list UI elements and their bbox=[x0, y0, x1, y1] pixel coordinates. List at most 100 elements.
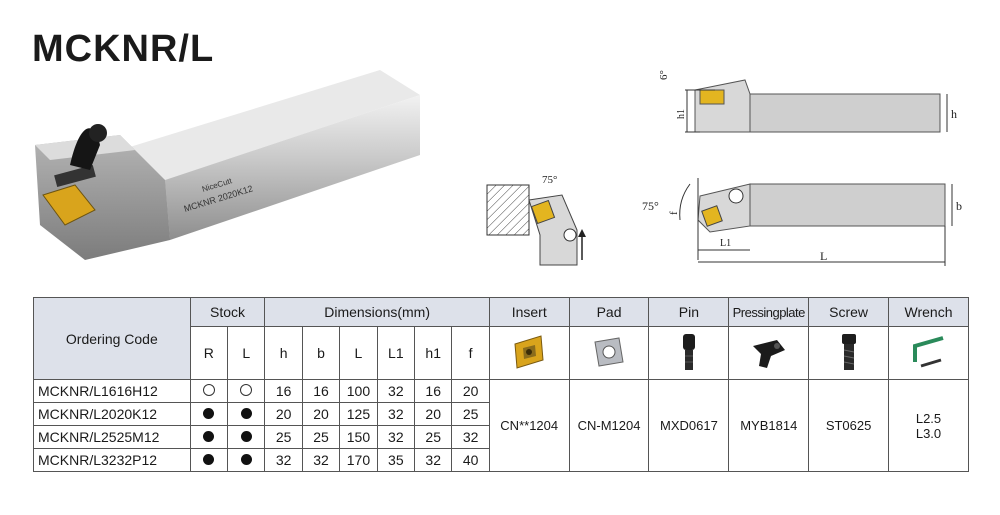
header-screw: Screw bbox=[808, 297, 890, 327]
ordering-code: MCKNR/L2020K12 bbox=[33, 402, 191, 426]
stock-indicator-filled bbox=[203, 408, 215, 419]
dim-h1: 16 bbox=[414, 379, 453, 403]
dim-h1: 25 bbox=[414, 425, 453, 449]
stock-l-cell bbox=[227, 425, 266, 449]
dim-L1: 32 bbox=[376, 425, 416, 449]
dim-L1: 32 bbox=[376, 379, 416, 403]
stock-l-cell bbox=[227, 402, 266, 426]
label-angle-6: 6° bbox=[658, 70, 670, 80]
stock-indicator-open bbox=[202, 384, 215, 396]
header-pressingplate: Pressingplate bbox=[728, 297, 810, 327]
stock-indicator-open bbox=[240, 384, 253, 396]
dim-h: 32 bbox=[264, 448, 303, 472]
pressingplate-icon bbox=[752, 339, 785, 368]
dim-b: 32 bbox=[301, 448, 341, 472]
pad-code: CN-M1204 bbox=[568, 379, 650, 472]
header-ordering-code: Ordering Code bbox=[33, 297, 191, 380]
dim-h: 25 bbox=[264, 425, 303, 449]
label-h1: h1 bbox=[676, 109, 687, 119]
dim-b: 25 bbox=[301, 425, 341, 449]
stock-r-cell bbox=[189, 402, 229, 426]
stock-indicator-filled bbox=[203, 454, 215, 465]
label-top-angle: 75° bbox=[642, 199, 659, 213]
subheader-dim-L1: L1 bbox=[376, 326, 416, 380]
dim-L1: 35 bbox=[376, 448, 416, 472]
label-b: b bbox=[956, 199, 962, 213]
header-wrench: Wrench bbox=[888, 297, 969, 327]
header-dimensions: Dimensions(mm) bbox=[264, 297, 490, 327]
front-view-diagram: 75° bbox=[486, 174, 586, 266]
subheader-dim-L: L bbox=[339, 326, 378, 380]
dim-L: 170 bbox=[339, 448, 378, 472]
subheader-stock-l: L bbox=[227, 326, 266, 380]
table-row: MCKNR/L2020K12 20 20 125 32 20 25 bbox=[33, 402, 969, 426]
stock-r-cell bbox=[189, 448, 229, 472]
wrench-image-cell bbox=[888, 326, 969, 380]
dim-f: 25 bbox=[451, 402, 490, 426]
wrench-codes: L2.5 L3.0 bbox=[888, 379, 969, 472]
ordering-code: MCKNR/L1616H12 bbox=[33, 379, 191, 403]
dim-h1: 32 bbox=[414, 448, 453, 472]
insert-image-cell bbox=[488, 326, 570, 380]
dim-L: 125 bbox=[339, 402, 378, 426]
spec-table: Ordering Code Stock Dimensions(mm) Inser… bbox=[33, 297, 969, 472]
pin-icon bbox=[682, 333, 695, 370]
screw-code: ST0625 bbox=[808, 379, 890, 472]
dim-h1: 20 bbox=[414, 402, 453, 426]
dim-L1: 32 bbox=[376, 402, 416, 426]
header-pad: Pad bbox=[568, 297, 650, 327]
subheader-row: R L h b L L1 h1 f bbox=[34, 326, 969, 380]
stock-indicator-filled bbox=[240, 454, 252, 465]
side-view-diagram: h1 6° h bbox=[658, 70, 957, 133]
dim-L: 100 bbox=[339, 379, 378, 403]
insert-code: CN**1204 bbox=[488, 379, 570, 472]
screw-icon bbox=[841, 333, 856, 370]
top-view-diagram: 75° f b L1 L bbox=[642, 178, 962, 266]
header-insert: Insert bbox=[488, 297, 570, 327]
subheader-dim-h1: h1 bbox=[414, 326, 453, 380]
stock-r-cell bbox=[189, 425, 229, 449]
header-row: Ordering Code Stock Dimensions(mm) Inser… bbox=[33, 297, 969, 380]
stock-indicator-filled bbox=[240, 408, 252, 419]
wrench-code-1: L2.5 bbox=[915, 410, 942, 426]
label-L1: L1 bbox=[720, 238, 731, 249]
tool-holder-photo: NiceCutt MCKNR 2020K12 bbox=[35, 70, 420, 260]
subheader-dim-h: h bbox=[264, 326, 303, 380]
insert-icon bbox=[514, 334, 544, 369]
dim-b: 20 bbox=[301, 402, 341, 426]
dim-f: 32 bbox=[451, 425, 490, 449]
wrench-code-2: L3.0 bbox=[915, 425, 942, 441]
stock-l-cell bbox=[227, 379, 266, 403]
pressingplate-code: MYB1814 bbox=[728, 379, 810, 472]
header-stock: Stock bbox=[189, 297, 266, 327]
label-h: h bbox=[951, 107, 957, 121]
label-front-angle: 75° bbox=[542, 174, 557, 186]
dim-f: 40 bbox=[451, 448, 490, 472]
pin-code: MXD0617 bbox=[648, 379, 730, 472]
ordering-code: MCKNR/L2525M12 bbox=[33, 425, 191, 449]
stock-r-cell bbox=[189, 379, 229, 403]
dim-b: 16 bbox=[301, 379, 341, 403]
subheader-dim-f: f bbox=[451, 326, 490, 380]
screw-image-cell bbox=[808, 326, 890, 380]
subheader-dim-b: b bbox=[301, 326, 341, 380]
page-title: MCKNR/L bbox=[32, 28, 215, 70]
pad-image-cell bbox=[568, 326, 650, 380]
dim-f: 20 bbox=[451, 379, 490, 403]
pad-icon bbox=[594, 336, 624, 367]
stock-indicator-filled bbox=[240, 431, 252, 442]
pressingplate-image-cell bbox=[728, 326, 810, 380]
label-f: f bbox=[668, 211, 680, 215]
table-row: MCKNR/L3232P12 32 32 170 35 32 40 bbox=[33, 448, 969, 472]
stock-l-cell bbox=[227, 448, 266, 472]
header-pin: Pin bbox=[648, 297, 730, 327]
pin-image-cell bbox=[648, 326, 730, 380]
wrench-icon bbox=[912, 335, 944, 367]
subheader-stock-r: R bbox=[189, 326, 229, 380]
ordering-code: MCKNR/L3232P12 bbox=[33, 448, 191, 472]
dim-L: 150 bbox=[339, 425, 378, 449]
dim-h: 20 bbox=[264, 402, 303, 426]
dim-h: 16 bbox=[264, 379, 303, 403]
stock-indicator-filled bbox=[203, 431, 215, 442]
table-row: MCKNR/L1616H12 16 16 100 32 16 20 CN**12… bbox=[33, 379, 969, 472]
